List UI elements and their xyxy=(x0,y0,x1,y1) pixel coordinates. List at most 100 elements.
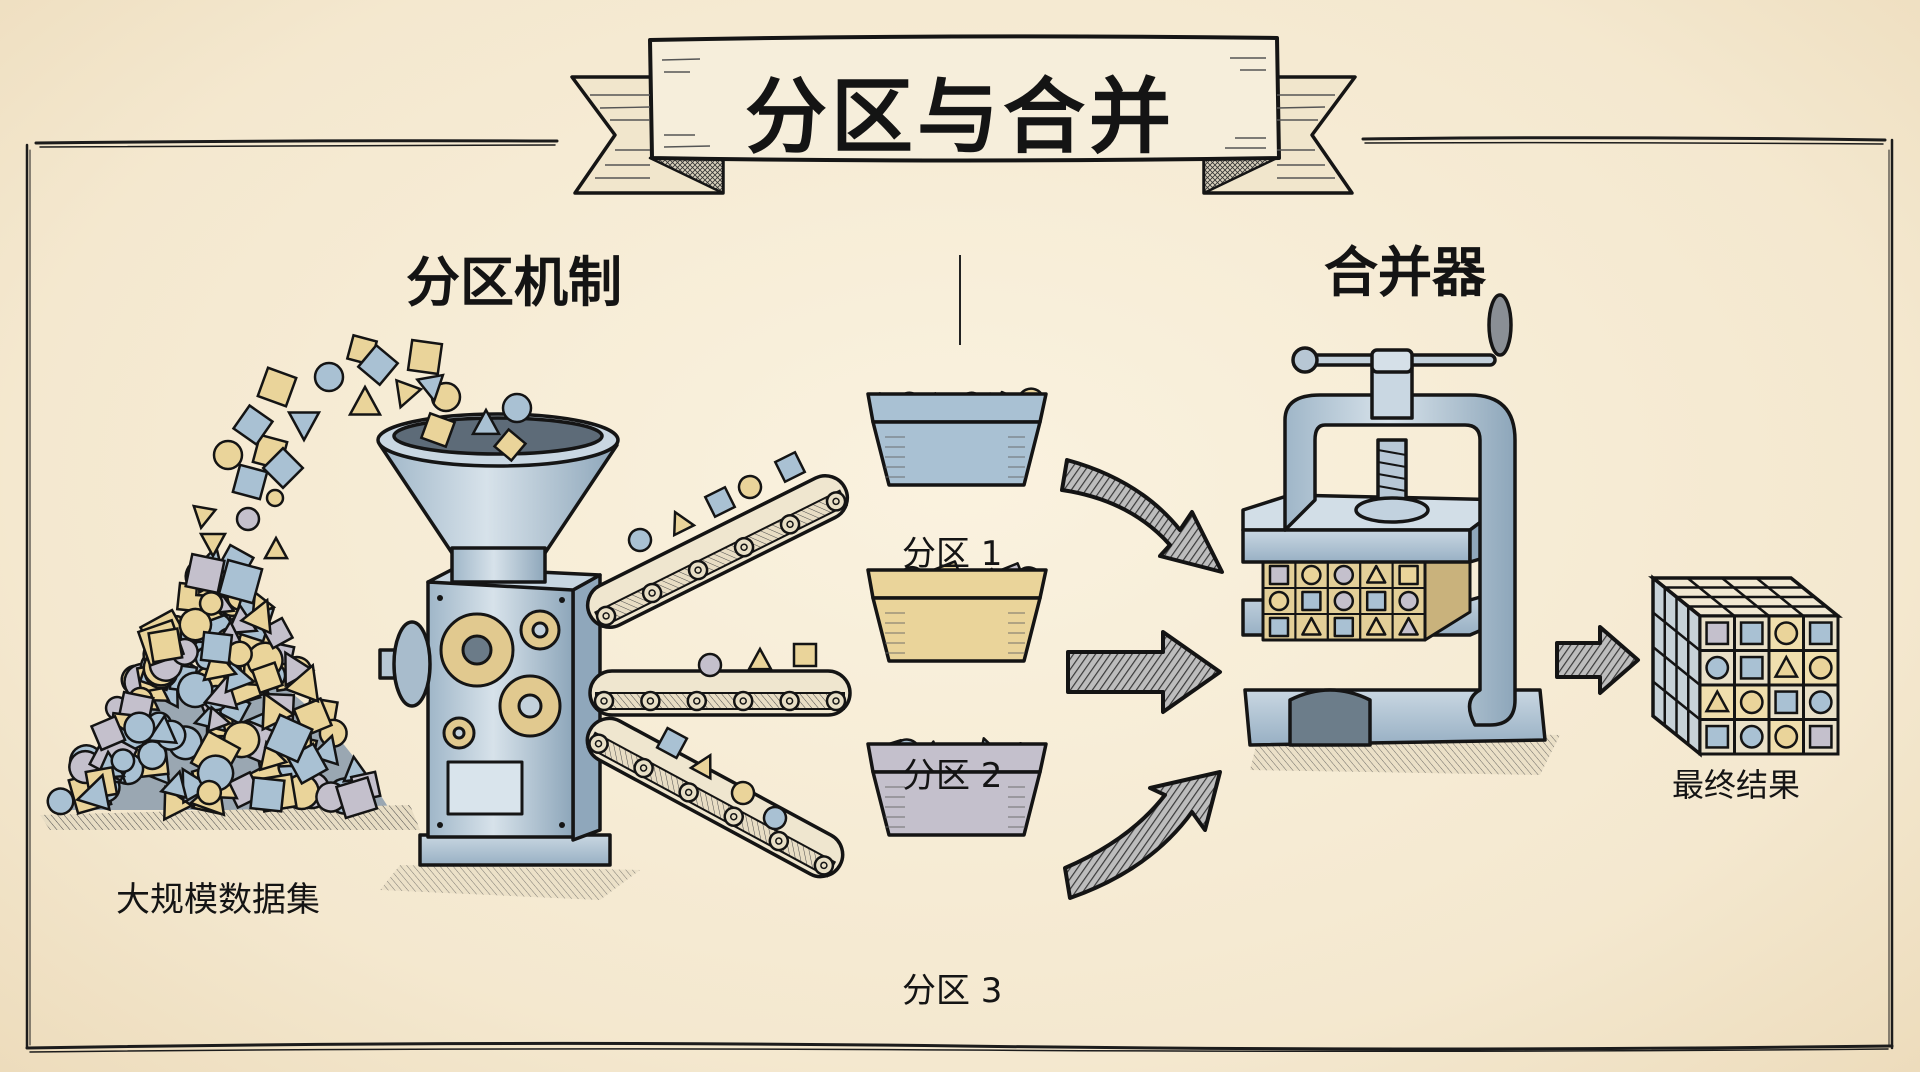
arrow-curved-down-icon xyxy=(1060,458,1224,574)
square-shape xyxy=(217,558,264,605)
roller-icon xyxy=(588,733,609,754)
square-shape xyxy=(256,366,298,408)
merger-press xyxy=(1241,293,1560,775)
circle-shape xyxy=(1333,564,1355,586)
square-shape xyxy=(147,627,184,664)
square-shape xyxy=(1268,564,1290,586)
triangle-shape xyxy=(470,407,502,436)
circle-shape xyxy=(1774,724,1799,749)
triangle-shape xyxy=(1365,564,1387,584)
triangle-shape xyxy=(1773,654,1800,678)
roller-icon xyxy=(687,559,709,581)
arrow-curved-up-icon xyxy=(1063,770,1222,900)
circle-shape xyxy=(697,652,723,678)
roller-icon xyxy=(732,690,754,712)
roller-icon xyxy=(733,536,755,558)
final-result-cube xyxy=(1648,574,1843,758)
square-shape xyxy=(1365,590,1387,612)
square-shape xyxy=(356,343,400,387)
square-shape xyxy=(250,661,285,695)
press-screw xyxy=(1376,438,1408,504)
roller-icon xyxy=(640,690,661,712)
circle-shape xyxy=(1705,655,1730,680)
circle-shape xyxy=(1398,590,1419,612)
conveyors xyxy=(585,450,852,879)
triangle-shape xyxy=(239,597,272,635)
crank-wheel-icon xyxy=(378,620,432,708)
circle-shape xyxy=(313,361,345,393)
roller-icon xyxy=(768,830,790,852)
triangle-shape xyxy=(206,704,233,734)
press-collar xyxy=(1370,366,1414,420)
square-shape xyxy=(792,642,818,668)
square-shape xyxy=(231,463,269,501)
circle-shape xyxy=(1808,655,1833,680)
triangle-shape xyxy=(146,713,179,745)
square-shape xyxy=(89,714,127,752)
square-shape xyxy=(1739,621,1764,646)
roller-icon xyxy=(595,605,617,627)
circle-shape xyxy=(1333,590,1355,612)
partition-bins xyxy=(866,387,1048,837)
square-shape xyxy=(492,427,528,463)
triangle-shape xyxy=(286,411,322,443)
square-shape xyxy=(334,775,379,820)
circle-shape xyxy=(1739,690,1764,715)
triangle-shape xyxy=(746,646,774,671)
triangle-shape xyxy=(282,662,320,704)
circle-shape xyxy=(1774,621,1799,646)
circle-shape xyxy=(1739,724,1764,749)
falling-shapes xyxy=(191,333,533,560)
section-title-partition: 分区机制 xyxy=(406,251,622,314)
square-shape xyxy=(1268,616,1290,638)
press-handle-grip xyxy=(1487,293,1513,357)
press-frame xyxy=(1283,393,1517,727)
partition-2-label: 分区 2 xyxy=(902,756,1003,796)
triangle-shape xyxy=(394,378,424,410)
compressed-data-block xyxy=(1261,543,1472,642)
triangle-shape xyxy=(1365,616,1387,636)
dataset-pile xyxy=(40,543,420,830)
triangle-shape xyxy=(1301,616,1322,636)
circle-shape xyxy=(212,439,244,471)
circle-shape xyxy=(176,671,214,709)
section-title-merger: 合并器 xyxy=(1324,241,1486,304)
square-shape xyxy=(184,552,226,595)
roller-icon xyxy=(641,582,663,604)
square-shape xyxy=(199,630,234,665)
circle-shape xyxy=(627,527,653,553)
roller-icon xyxy=(593,690,615,712)
square-shape xyxy=(773,450,807,484)
circle-shape xyxy=(730,780,756,806)
circle-shape xyxy=(762,805,788,831)
banner-main xyxy=(648,34,1281,163)
gear-icon xyxy=(519,609,561,651)
gear-icon xyxy=(498,674,562,738)
circle-shape xyxy=(737,474,763,500)
triangle-shape xyxy=(347,384,383,416)
circle-shape xyxy=(1808,690,1833,715)
funnel-neck xyxy=(450,546,547,584)
square-shape xyxy=(1808,724,1833,749)
roller-icon xyxy=(686,690,708,712)
dataset-label: 大规模数据集 xyxy=(116,880,320,920)
roller-icon xyxy=(678,782,699,803)
arrow-right-icon xyxy=(1066,630,1222,714)
partition-bin-3 xyxy=(866,737,1048,837)
conveyor-belt xyxy=(588,642,852,717)
circle-shape xyxy=(123,711,156,744)
triangle-shape xyxy=(415,373,445,404)
square-shape xyxy=(1333,616,1355,638)
square-shape xyxy=(1705,621,1730,646)
circle-shape xyxy=(1301,564,1322,586)
machine-base xyxy=(418,833,612,867)
roller-icon xyxy=(779,690,800,712)
roller-icon xyxy=(825,690,847,712)
triangle-shape xyxy=(158,769,188,800)
square-shape xyxy=(1398,564,1419,586)
circle-shape xyxy=(265,488,285,508)
partition-bin-2 xyxy=(866,560,1048,663)
frame-border xyxy=(25,136,1894,1053)
